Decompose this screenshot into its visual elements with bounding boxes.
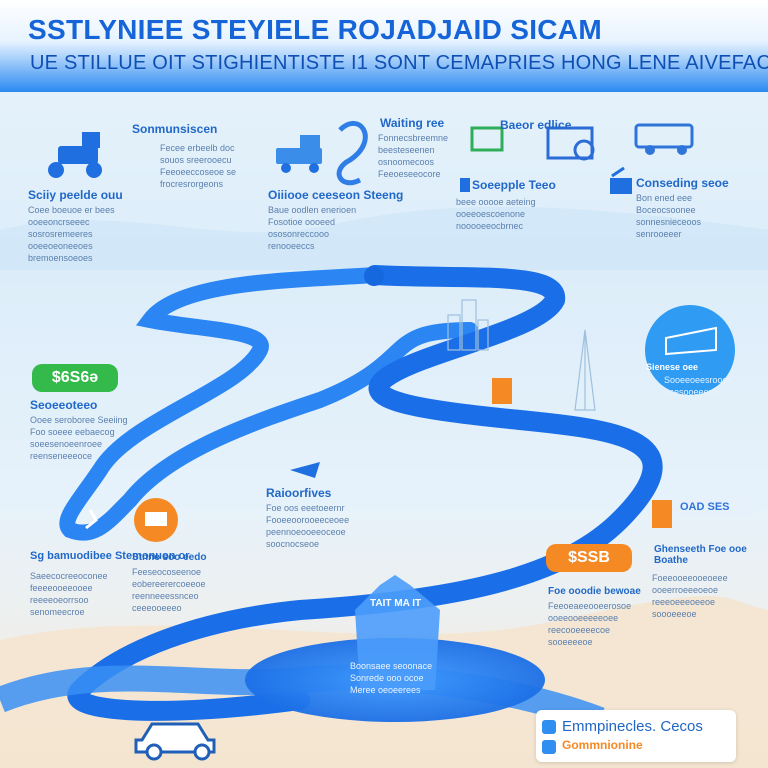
page-subtitle: UE STILLUE OIT STIGHIENTISTE I1 SONT CEM… xyxy=(30,52,768,74)
card-text-waiting: Fonnecsbreemne beesteseenen osnoomecoos … xyxy=(378,133,449,179)
text-raioorfives: Foe oos eeetoeernr Fooeeoorooeeceoee pee… xyxy=(266,503,350,549)
label-oiiiooe: Oiiiooe ceeseon Steeng xyxy=(268,188,404,202)
card-title-baeor: Baeor edlice xyxy=(500,118,572,132)
truck-small-icon xyxy=(610,166,632,194)
card-text-sonmunsiscen: Fecee erbeelb doc souos sreerooecu Feeoe… xyxy=(160,143,237,189)
truck-outline-icon xyxy=(665,326,717,356)
card-title-waiting: Waiting ree xyxy=(380,116,445,130)
document-icon xyxy=(145,512,167,526)
text-oiiiooe: Baue oodlen enerioen Fosotioe oooeed oso… xyxy=(268,205,357,251)
card-title-conseding: Conseding seoe xyxy=(636,176,729,190)
hill-band xyxy=(0,206,768,270)
text-seoeeoteeo: Ooee seroboree Seeiing Foo soeee eebaeco… xyxy=(30,415,128,461)
footer-card: Emmpinecles. Cecos Gommnionine xyxy=(536,710,736,762)
tower-building xyxy=(355,575,440,690)
page-title: SSTLYNIEE STEYIELE ROJADJAID SICAM xyxy=(28,14,602,45)
building-icon xyxy=(492,378,512,404)
van-icon xyxy=(634,123,694,155)
label-soeepple: Soeepple Teeo xyxy=(472,178,556,192)
car-icon xyxy=(134,722,216,761)
green-price-badge: $6S6ə xyxy=(32,364,118,392)
footer-line-2: Gommnionine xyxy=(562,738,643,752)
text-bamuodibee: Saeecocreeoconee feeeeooeeooee reeeeoeor… xyxy=(30,571,108,617)
road-start-marker xyxy=(364,266,384,286)
label-ghenseeth: Ghenseeth Foe ooe Boathe xyxy=(654,544,747,566)
footer-person-icon xyxy=(542,740,556,754)
label-bamuodibee: Sg bamuodibee Stemonuon or xyxy=(30,550,190,562)
blue-tag: OAD SES xyxy=(676,498,754,516)
tower-text: Boonsaee seoonace Sonrede ooo ocoe Meree… xyxy=(350,661,433,695)
tower-top-label: TAIT MA IT xyxy=(370,598,422,609)
office-icon xyxy=(652,500,672,528)
label-sciiy: Sciiy peelde ouu xyxy=(28,188,123,202)
text-foe-ooodie: Feeoeaeeooeerosoe ooeeooeeeeeoee reecooe… xyxy=(548,601,632,647)
text-stnne: Feeseocoseenoe eobereerercoeeoe reenneee… xyxy=(132,567,206,613)
label-foe-ooodie: Foe ooodie bewoae xyxy=(548,586,641,597)
text-sciiy: Coee boeuoe er bees ooeeoncrseeec sosros… xyxy=(28,205,115,263)
wave-icon xyxy=(336,121,368,186)
footer-line-1: Emmpinecles. Cecos xyxy=(562,718,703,735)
truck-icon xyxy=(276,135,322,173)
delivery-circle-badge xyxy=(645,305,735,395)
tractor-icon xyxy=(48,132,102,178)
footer-square-icon xyxy=(542,720,556,734)
header-banner xyxy=(0,0,768,92)
factory-icon xyxy=(470,126,595,161)
label-raioorfives: Raioorfives xyxy=(266,486,332,500)
orange-price-badge: $SSB xyxy=(546,544,632,572)
road-upper xyxy=(59,267,478,541)
pin-icon xyxy=(460,178,470,192)
text-sienese: Sooeeoeesrooee oeesooeeeroe xyxy=(664,375,733,397)
text-soeepple: beee ooooe aeteing ooeeoescoenone nooooe… xyxy=(456,197,536,231)
label-seoeeoteeo: Seoeeoteeo xyxy=(30,398,98,412)
text-ghenseeth: Foeeooeeooeoeee ooeerroeeeoeoe reeeoeeeo… xyxy=(652,573,728,619)
label-stnne: Stnne soo eedo xyxy=(132,552,207,563)
plane-icon xyxy=(290,462,320,478)
route-arrow-icon xyxy=(85,509,98,530)
label-sienese: Sienese oee xyxy=(646,362,699,372)
card-title-sonmunsiscen: Sonmunsiscen xyxy=(132,122,218,136)
card-text-conseding: Bon ened eee Boceocsoonee sonnesnieceoos… xyxy=(636,193,702,239)
city-skyline xyxy=(447,299,596,411)
